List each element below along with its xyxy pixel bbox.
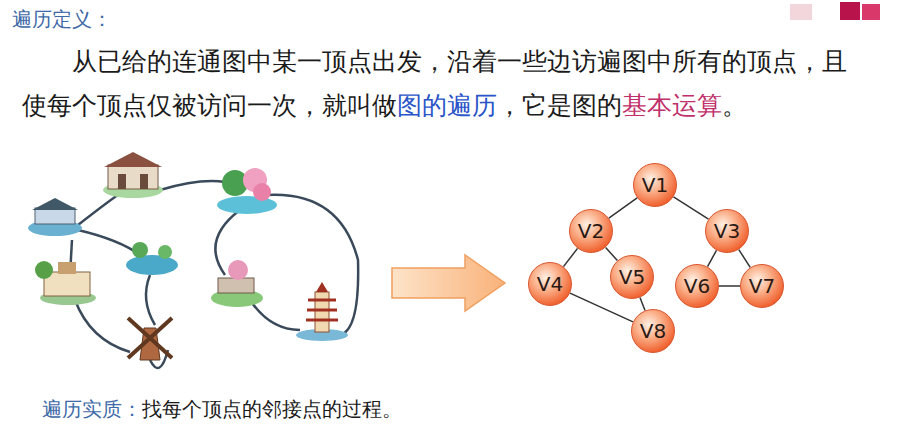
vertex-label: V6	[684, 274, 710, 298]
vertex-circle: V6	[675, 264, 719, 308]
essence-line: 遍历实质：找每个顶点的邻接点的过程。	[42, 396, 402, 423]
graph-edge	[739, 250, 750, 268]
essence-heading: 遍历实质：	[42, 397, 142, 421]
vertex-circle: V4	[528, 262, 572, 306]
blur-mark	[790, 4, 812, 20]
definition-text: ，它是图的	[497, 91, 622, 120]
blur-mark	[840, 2, 860, 20]
windmill-icon	[128, 318, 172, 360]
key-term: 基本运算	[622, 91, 722, 120]
scenic-icon	[103, 152, 163, 198]
vertex-circle: V3	[705, 209, 749, 253]
vertex-circle: V5	[610, 255, 654, 299]
vertex-label: V5	[619, 265, 645, 289]
scenic-icon	[211, 260, 263, 307]
scenic-icon	[217, 168, 277, 214]
vertex-label: V4	[537, 272, 563, 296]
scenic-icon	[28, 198, 82, 236]
graph-edge	[719, 286, 740, 287]
vertex-label: V1	[642, 173, 668, 197]
graph-edge	[609, 198, 637, 218]
scenic-icon	[35, 261, 96, 305]
definition-paragraph: 从已给的连通图中某一顶点出发，沿着一些边访遍图中所有的顶点，且使每个顶点仅被访问…	[22, 40, 862, 128]
graph-edge	[606, 247, 618, 260]
graph-edge	[708, 250, 717, 266]
vertex-label: V8	[640, 319, 666, 343]
vertex-label: V2	[578, 219, 604, 243]
map-route	[70, 181, 358, 368]
graph-edge	[640, 298, 645, 311]
transform-arrow	[392, 255, 505, 311]
definition-text: 。	[722, 91, 747, 120]
graph-edge	[674, 197, 709, 219]
pagoda-icon	[296, 282, 348, 341]
vertex-circle: V1	[633, 163, 677, 207]
vertex-circle: V7	[740, 264, 784, 308]
vertex-circle: V2	[569, 209, 613, 253]
key-term: 图的遍历	[397, 91, 497, 120]
blur-mark	[862, 4, 880, 20]
scenic-icon	[126, 242, 178, 275]
essence-text: 找每个顶点的邻接点的过程。	[142, 397, 402, 421]
vertex-label: V7	[749, 274, 775, 298]
graph-edge	[563, 248, 577, 266]
vertex-label: V3	[714, 219, 740, 243]
vertex-circle: V8	[631, 309, 675, 353]
slide-title: 遍历定义：	[12, 6, 112, 33]
